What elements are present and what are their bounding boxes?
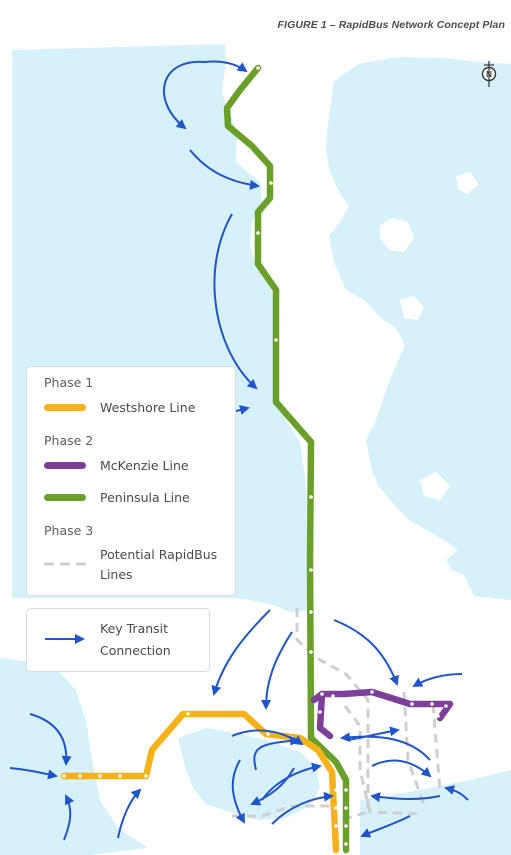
arrow-icon: [29, 713, 72, 766]
legend-potential-swatch: [44, 562, 86, 566]
arrow-icon: [204, 60, 248, 73]
stop: [78, 774, 82, 778]
stop: [410, 702, 414, 706]
stop: [370, 690, 374, 694]
arrow-icon: [271, 791, 334, 825]
stop: [256, 66, 260, 70]
arrow-icon: [211, 609, 271, 696]
peninsula-line: [223, 64, 350, 854]
arrow-icon: [63, 794, 75, 841]
stop: [320, 692, 324, 696]
island: [456, 172, 478, 194]
water-strait: [360, 770, 511, 855]
stop: [334, 788, 338, 792]
potential-line: [232, 804, 336, 818]
arrow-icon: [250, 767, 295, 806]
arrow-icon: [117, 788, 142, 839]
stop: [309, 610, 313, 614]
legend-mckenzie-label: McKenzie Line: [100, 458, 189, 473]
stop: [309, 495, 313, 499]
stop: [444, 704, 448, 708]
arrow-icon: [370, 792, 441, 803]
stop: [118, 774, 122, 778]
stop: [309, 568, 313, 572]
westshore-line: [60, 710, 340, 854]
arrow-icon: [231, 759, 245, 824]
island: [380, 218, 414, 252]
stop: [436, 714, 440, 718]
stop: [309, 650, 313, 654]
stop: [344, 824, 348, 828]
potential-line: [402, 691, 427, 809]
arrow-icon: [340, 732, 431, 761]
legend-phase3-heading: Phase 3: [44, 523, 94, 538]
stop: [62, 774, 66, 778]
arrow-icon: [347, 726, 400, 741]
water-harbour: [178, 728, 320, 820]
key-transit-arrows: [9, 60, 469, 841]
legend-panel: Phase 1 Westshore Line Phase 2 McKenzie …: [26, 366, 236, 596]
stop: [266, 732, 270, 736]
stop: [344, 806, 348, 810]
stop: [98, 774, 102, 778]
potential-line: [295, 608, 370, 822]
arrow-icon: [9, 767, 58, 780]
legend-westshore-label: Westshore Line: [100, 400, 196, 415]
water-bay: [0, 658, 148, 855]
legend-westshore-swatch: [44, 404, 86, 411]
legend-peninsula-label: Peninsula Line: [100, 490, 190, 505]
arrow-icon: [360, 815, 411, 838]
arrow-icon: [444, 785, 469, 801]
potential-line: [343, 705, 421, 816]
potential-rapidbus-lines: [232, 608, 442, 822]
legend-transit-label-2: Connection: [100, 643, 171, 658]
legend-phase2-heading: Phase 2: [44, 433, 94, 448]
stop: [256, 231, 260, 235]
north-arrow-icon: N: [481, 61, 497, 87]
stop: [269, 181, 273, 185]
figure-title: FIGURE 1 – RapidBus Network Concept Plan: [277, 19, 505, 31]
legend-transit-panel: Key Transit Connection: [26, 608, 210, 672]
stop: [274, 338, 278, 342]
stop: [318, 710, 322, 714]
arrow-icon: [189, 149, 260, 190]
legend-potential-label-1: Potential RapidBus: [100, 547, 218, 562]
stop: [334, 824, 338, 828]
stop: [331, 694, 335, 698]
legend-mckenzie-swatch: [44, 462, 86, 469]
arrow-icon: [261, 631, 293, 710]
stop: [144, 774, 148, 778]
legend-phase1-heading: Phase 1: [44, 375, 94, 390]
arrow-icon: [253, 735, 300, 771]
arrow-icon: [231, 729, 304, 746]
stop: [430, 702, 434, 706]
water-sound: [326, 57, 511, 600]
mckenzie-line-branch: [316, 690, 334, 740]
island: [420, 472, 450, 500]
legend-transit-label-1: Key Transit: [100, 621, 169, 636]
stop: [334, 806, 338, 810]
arrow-icon: [333, 619, 399, 686]
arrow-icon: [371, 759, 432, 778]
arrow-icon: [45, 634, 85, 644]
legend-potential-label-2: Lines: [100, 567, 133, 582]
stops: [62, 66, 448, 846]
arrow-icon: [162, 60, 206, 130]
arrow-icon: [412, 673, 463, 687]
island: [400, 296, 424, 320]
stop: [344, 788, 348, 792]
stop: [344, 842, 348, 846]
stop: [186, 712, 190, 716]
legend-peninsula-swatch: [44, 494, 86, 501]
arrow-icon: [213, 213, 258, 390]
